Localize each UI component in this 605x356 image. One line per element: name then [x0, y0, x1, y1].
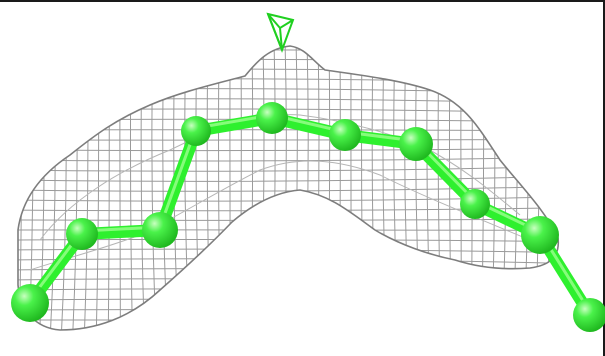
atom — [181, 116, 211, 146]
atom — [460, 189, 490, 219]
atom — [573, 298, 605, 332]
atom — [256, 102, 288, 134]
atom — [142, 212, 178, 248]
ligand-chain — [11, 102, 605, 332]
atom — [399, 127, 433, 161]
atom — [11, 284, 49, 322]
atom — [329, 119, 361, 151]
atom — [521, 216, 559, 254]
orientation-marker-icon — [266, 12, 295, 53]
electron-density-mesh — [17, 45, 560, 331]
atom — [66, 218, 98, 250]
